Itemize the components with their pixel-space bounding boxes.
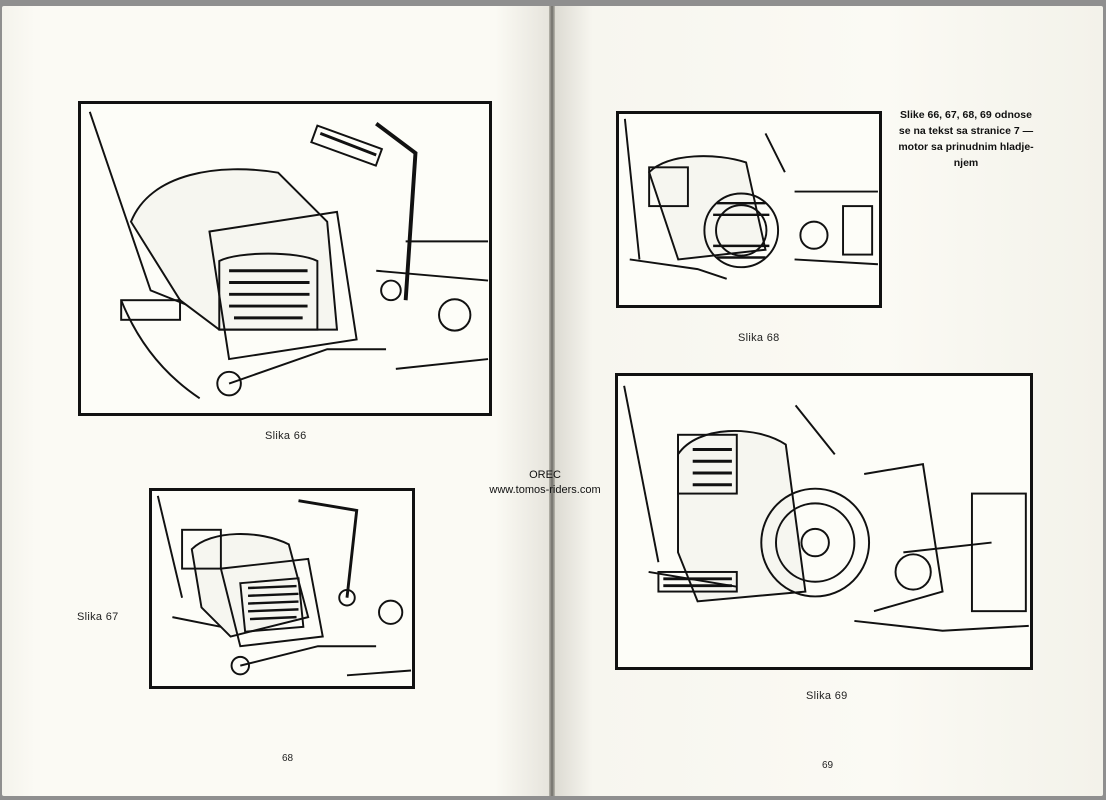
figures-note: Slike 66, 67, 68, 69 odnose se na tekst … [898,109,1034,169]
book-gutter [549,6,555,796]
figure-66-illustration [78,101,492,416]
left-page-number: 68 [282,753,294,764]
figure-67-caption: Slika 67 [77,611,119,623]
figure-69-caption: Slika 69 [806,690,848,702]
figure-68-caption: Slika 68 [738,332,780,344]
engine-drawing [623,118,879,280]
watermark-line-2: www.tomos-riders.com [489,484,601,496]
figure-67-illustration [149,488,415,689]
figure-68-illustration [616,111,882,308]
right-page-number: 69 [822,760,834,771]
engine-drawing [88,111,489,400]
figure-66-caption: Slika 66 [265,430,307,442]
engine-drawing [623,385,1029,632]
figure-69-illustration [615,373,1033,670]
watermark: OREC www.tomos-riders.com [470,468,620,498]
watermark-line-1: OREC [529,469,561,481]
engine-drawing [156,495,412,677]
